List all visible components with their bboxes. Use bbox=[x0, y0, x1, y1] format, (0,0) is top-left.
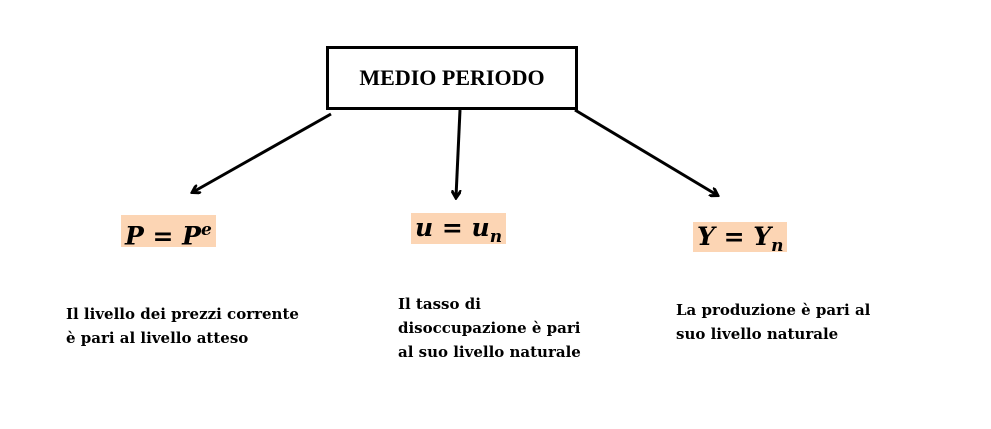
formula-price: P = Pe bbox=[121, 215, 216, 250]
title-box: MEDIO PERIODO bbox=[326, 46, 578, 110]
formula-unemployment: u = un bbox=[411, 213, 507, 247]
arrow-left bbox=[193, 112, 332, 192]
arrow-right bbox=[574, 108, 717, 195]
arrow-middle bbox=[456, 109, 462, 197]
formula-output: Y = Yn bbox=[693, 222, 788, 256]
